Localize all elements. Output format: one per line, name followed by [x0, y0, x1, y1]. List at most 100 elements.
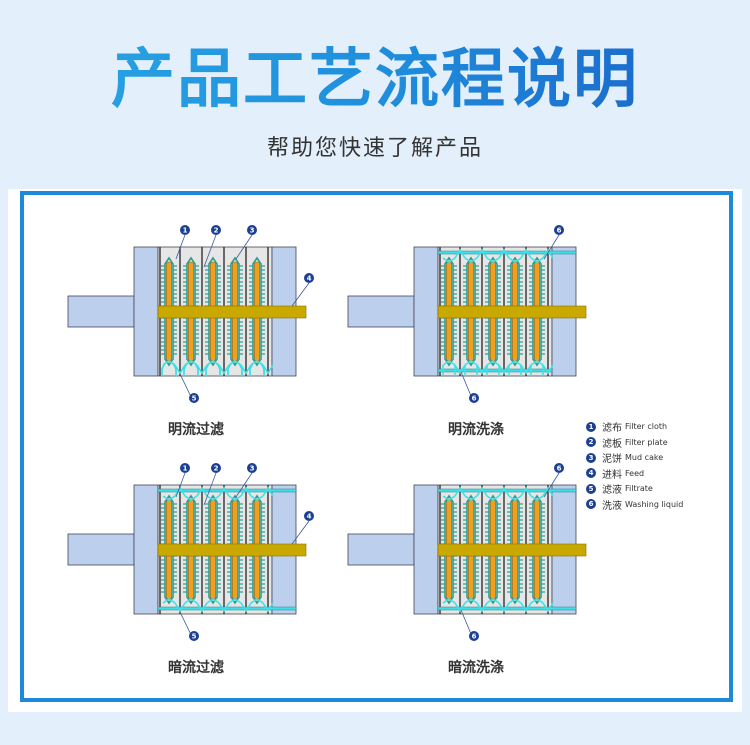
- callout-badge: [304, 511, 314, 521]
- diagram-closed-filtration: 1 2 3 4 5: [67, 463, 314, 642]
- filtrate-outlet: [486, 365, 500, 376]
- moving-head-plate: [413, 484, 439, 615]
- wash-branch: [162, 486, 274, 501]
- filter-cloth: [466, 494, 476, 605]
- moving-head-plate: [133, 246, 159, 377]
- callout-number: 4: [307, 513, 312, 521]
- feed-pipe: [437, 305, 587, 319]
- filter-cloth: [488, 494, 498, 605]
- legend-number-badge: 3: [586, 452, 596, 463]
- caption-open-washing: 明流洗涤: [448, 422, 504, 438]
- filtrate-channel-bottom: [437, 368, 553, 373]
- legend-label-en: Washing liquid: [625, 499, 684, 509]
- legend-label-cn: 进料: [602, 469, 622, 481]
- filter-cloth: [488, 256, 498, 367]
- wash-branch: [442, 486, 554, 501]
- filtrate-branch: [442, 598, 554, 613]
- caption-closed-washing: 暗流洗涤: [448, 660, 504, 676]
- filter-cloth: [532, 494, 542, 605]
- filter-cloth: [510, 256, 520, 367]
- legend-label-en: Filtrate: [625, 484, 653, 494]
- callout-leader-line: [543, 234, 560, 260]
- piston-rod: [67, 533, 135, 566]
- legend-item-filtrate: 5 滤液 Filtrate: [586, 481, 683, 497]
- diagram-open-washing: 66: [347, 225, 587, 404]
- callout-leader-line: [175, 234, 186, 260]
- legend-number-badge: 6: [586, 499, 596, 510]
- callout-leader-line: [291, 520, 310, 545]
- filter-cloth: [444, 494, 454, 605]
- legend-label-cn: 泥饼: [602, 454, 622, 466]
- callout-number: 3: [250, 465, 255, 473]
- callout-badge: [211, 463, 221, 473]
- filter-cloth: [164, 494, 174, 605]
- filter-cloth: [252, 256, 262, 367]
- legend-label-cn: 滤布: [602, 423, 622, 435]
- caption-closed-filtration: 暗流过滤: [168, 660, 224, 676]
- callout-number: 6: [557, 227, 562, 235]
- legend-label-cn: 滤板: [602, 438, 622, 450]
- callout-badge: [469, 393, 479, 403]
- legend-item-filter-cloth: 1 滤布 Filter cloth: [586, 419, 683, 435]
- filter-cloth: [186, 256, 196, 367]
- moving-head-plate: [413, 246, 439, 377]
- filter-cloth: [230, 494, 240, 605]
- filter-cloth: [466, 256, 476, 367]
- page-title: 产品工艺流程说明: [0, 40, 750, 120]
- moving-head-plate: [133, 484, 159, 615]
- callout-number: 5: [192, 395, 197, 403]
- legend-item-filter-plate: 2 滤板 Filter plate: [586, 435, 683, 451]
- callout-badge: [469, 631, 479, 641]
- legend-number-badge: 5: [586, 483, 596, 494]
- filter-cloth: [164, 256, 174, 367]
- diagram-closed-washing: 66: [347, 463, 587, 642]
- callout-number: 1: [183, 227, 188, 235]
- filter-cloth: [208, 494, 218, 605]
- callout-number: 2: [214, 465, 219, 473]
- piston-rod: [67, 295, 135, 328]
- callout-badge: [554, 225, 564, 235]
- callout-badge: [304, 273, 314, 283]
- piston-rod: [347, 295, 415, 328]
- callout-leader-line: [235, 234, 253, 260]
- callout-badge: [180, 225, 190, 235]
- callout-number: 2: [214, 227, 219, 235]
- legend-number-badge: 4: [586, 468, 596, 479]
- feed-pipe: [437, 543, 587, 557]
- caption-open-filtration: 明流过滤: [168, 422, 224, 438]
- legend-label-en: Filter plate: [625, 437, 668, 447]
- filter-cloth: [252, 494, 262, 605]
- callout-badge: [180, 463, 190, 473]
- legend-item-mud-cake: 3 泥饼 Mud cake: [586, 450, 683, 466]
- callout-leader-line: [543, 472, 560, 498]
- page-subtitle: 帮助您快速了解产品: [266, 136, 483, 161]
- callout-badge: [189, 393, 199, 403]
- filter-cloth: [444, 256, 454, 367]
- legend-number-badge: 1: [586, 421, 596, 432]
- callout-leader-line: [203, 472, 217, 506]
- filtrate-outlet: [508, 365, 522, 376]
- callout-number: 6: [472, 395, 477, 403]
- filtrate-branch: [442, 360, 554, 375]
- legend-label-cn: 洗液: [602, 500, 622, 512]
- filtrate-outlet: [530, 365, 544, 376]
- filter-cloth: [186, 494, 196, 605]
- callout-number: 6: [472, 633, 477, 641]
- legend-label-en: Mud cake: [625, 453, 664, 463]
- filter-cloth: [230, 256, 240, 367]
- callout-badge: [247, 463, 257, 473]
- callout-number: 4: [307, 275, 312, 283]
- filtrate-outlet: [464, 365, 478, 376]
- filtrate-outlet: [442, 365, 456, 376]
- callout-number: 1: [183, 465, 188, 473]
- legend-label-en: Filter cloth: [625, 422, 668, 432]
- wash-branch: [442, 248, 554, 263]
- callout-leader-line: [291, 282, 310, 307]
- callout-badge: [554, 463, 564, 473]
- filter-cloth: [208, 256, 218, 367]
- callout-badge: [189, 631, 199, 641]
- callout-number: 5: [192, 633, 197, 641]
- legend-label-cn: 滤液: [602, 485, 622, 497]
- feed-pipe: [157, 543, 307, 557]
